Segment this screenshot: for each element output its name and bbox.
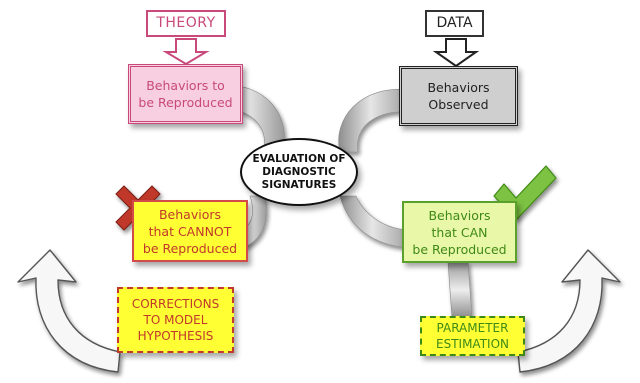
curved-up-arrow-icon [17,249,121,373]
data-label: DATA [425,10,484,37]
can-reproduce-box: Behaviors that CAN be Reproduced [402,201,517,263]
ribbon-can-to-parameter [447,261,473,319]
theory-behaviors-box: Behaviors to be Reproduced [128,64,243,124]
theory-label: THEORY [146,10,226,37]
down-arrow-icon-data [432,38,480,68]
curved-up-arrow-icon-right [517,249,621,373]
corrections-box: CORRECTIONS TO MODEL HYPOTHESIS [117,287,234,353]
observed-behaviors-box: Behaviors Observed [399,66,518,126]
parameter-estimation-box: PARAMETER ESTIMATION [420,316,525,356]
evaluation-node: EVALUATION OF DIAGNOSTIC SIGNATURES [240,138,358,206]
down-arrow-icon [162,38,210,66]
cannot-reproduce-box: Behaviors that CANNOT be Reproduced [132,200,248,262]
